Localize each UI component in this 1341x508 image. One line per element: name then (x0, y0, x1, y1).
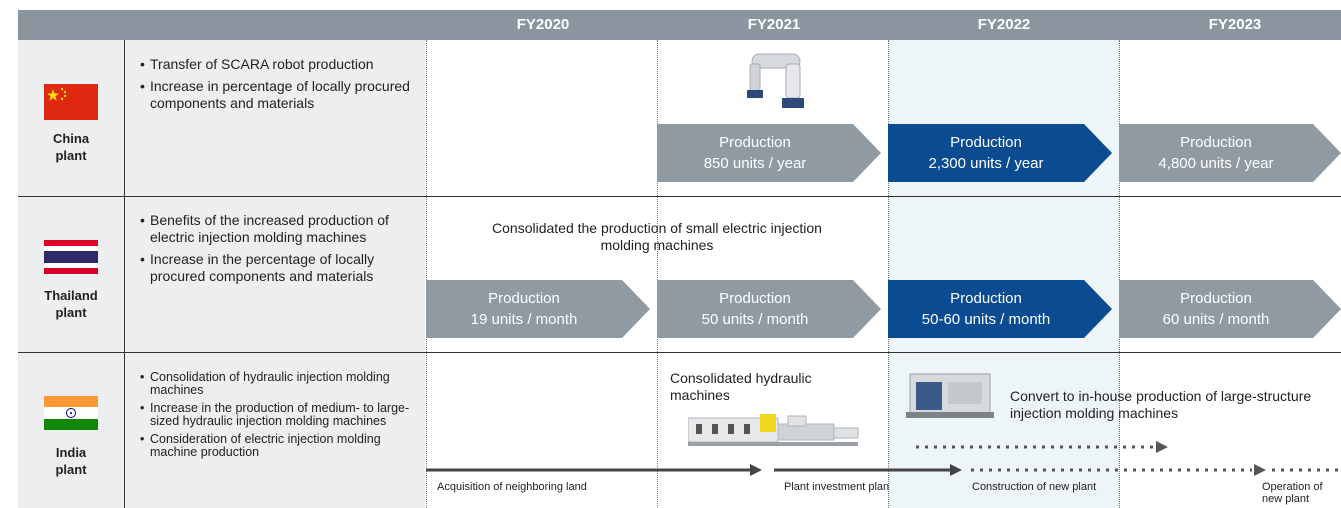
production-label: Production (719, 290, 791, 307)
india-bullets: Consolidation of hydraulic injection mol… (140, 371, 420, 464)
thailand-production-fy2023: Production 60 units / month (1119, 280, 1341, 338)
timeline-header (18, 10, 1341, 40)
timeline-acquisition: Acquisition of neighboring land (437, 481, 587, 493)
fy2022-highlight-column (888, 40, 1120, 508)
production-value: 60 units / month (1162, 311, 1270, 328)
china-plant-label: China plant (52, 131, 90, 163)
year-separator (426, 40, 427, 508)
production-value: 19 units / month (470, 311, 578, 328)
year-fy2021: FY2021 (747, 16, 801, 33)
india-hydraulic-note: Consolidated hydraulic machines (670, 370, 812, 403)
india-plant-label: India plant (55, 445, 87, 477)
production-value: 2,300 units / year (928, 155, 1044, 172)
row-divider (18, 352, 1341, 353)
year-separator (1119, 40, 1120, 508)
china-flag-icon (44, 84, 98, 120)
production-label: Production (488, 290, 560, 307)
production-label: Production (1180, 290, 1252, 307)
bullet-item: Increase in the production of medium- to… (140, 402, 420, 428)
bullet-item: Increase in the percentage of locally pr… (140, 251, 420, 285)
thailand-plant-label: Thailand plant (44, 288, 98, 320)
china-production-fy2022: Production 2,300 units / year (888, 124, 1112, 182)
year-fy2023: FY2023 (1208, 16, 1262, 33)
thailand-production-fy2020: Production 19 units / month (426, 280, 650, 338)
china-production-fy2023: Production 4,800 units / year (1119, 124, 1341, 182)
timeline-investment: Plant investment plan (784, 481, 890, 493)
bullet-item: Transfer of SCARA robot production (140, 56, 420, 73)
production-label: Production (950, 134, 1022, 151)
timeline-operation: Operation of new plant (1262, 481, 1323, 505)
year-separator (657, 40, 658, 508)
production-value: 50 units / month (701, 311, 809, 328)
timeline-construction: Construction of new plant (972, 481, 1097, 493)
year-fy2022: FY2022 (977, 16, 1031, 33)
bullet-item: Increase in percentage of locally procur… (140, 78, 420, 112)
india-convert-note: Convert to in-house production of large-… (1010, 388, 1312, 421)
production-label: Production (950, 290, 1022, 307)
thailand-bullets: Benefits of the increased production of … (140, 212, 420, 290)
china-bullets: Transfer of SCARA robot production Incre… (140, 56, 420, 117)
thailand-consolidation-note: Consolidated the production of small ele… (492, 220, 822, 253)
bullet-item: Consideration of electric injection mold… (140, 433, 420, 459)
year-separator (888, 40, 889, 508)
hydraulic-machine-icon (687, 410, 860, 450)
bullet-item: Benefits of the increased production of … (140, 212, 420, 246)
thailand-flag-icon (44, 240, 98, 274)
india-flag-icon (44, 396, 98, 430)
china-production-fy2021: Production 850 units / year (657, 124, 881, 182)
scara-robot-icon (740, 50, 810, 114)
production-value: 4,800 units / year (1158, 155, 1274, 172)
column-divider (124, 40, 125, 508)
row-divider (18, 196, 1341, 197)
thailand-production-fy2022: Production 50-60 units / month (888, 280, 1112, 338)
large-machine-icon (906, 372, 996, 420)
bullet-item: Consolidation of hydraulic injection mol… (140, 371, 420, 397)
year-fy2020: FY2020 (516, 16, 570, 33)
production-value: 850 units / year (703, 155, 807, 172)
production-value: 50-60 units / month (921, 311, 1051, 328)
india-timeline-arrows (426, 441, 1338, 476)
production-label: Production (1180, 134, 1252, 151)
thailand-production-fy2021: Production 50 units / month (657, 280, 881, 338)
production-label: Production (719, 134, 791, 151)
